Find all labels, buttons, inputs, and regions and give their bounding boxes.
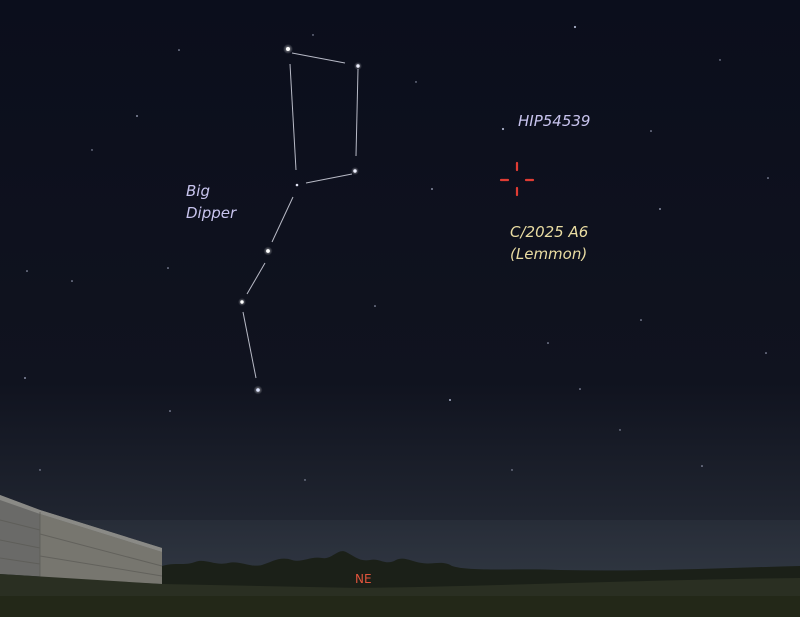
building — [0, 495, 163, 584]
star-label-hip54539: HIP54539 — [518, 112, 591, 130]
star-mizar-marker — [238, 298, 246, 306]
star-alkaid-marker — [253, 385, 263, 395]
big-dipper-stars — [238, 44, 362, 395]
star-merak-marker — [354, 62, 362, 70]
comet-label-name: (Lemmon) — [510, 245, 588, 263]
star-phecda-marker — [351, 167, 359, 175]
background-stars — [24, 25, 769, 481]
star-alioth-marker — [263, 246, 273, 256]
crosshair-reticle-icon — [499, 161, 535, 197]
star-megrez-marker — [295, 183, 299, 187]
big-dipper-label-line2: Dipper — [186, 204, 237, 222]
comet-label-designation: C/2025 A6 — [510, 223, 589, 241]
big-dipper-label: Big Dipper — [186, 180, 236, 224]
comet-label: C/2025 A6 (Lemmon) — [510, 221, 588, 265]
compass-direction-label: NE — [355, 572, 372, 586]
big-dipper-label-line1: Big — [186, 182, 210, 200]
star-dubhe-marker — [283, 44, 293, 54]
big-dipper-lines — [242, 52, 359, 379]
